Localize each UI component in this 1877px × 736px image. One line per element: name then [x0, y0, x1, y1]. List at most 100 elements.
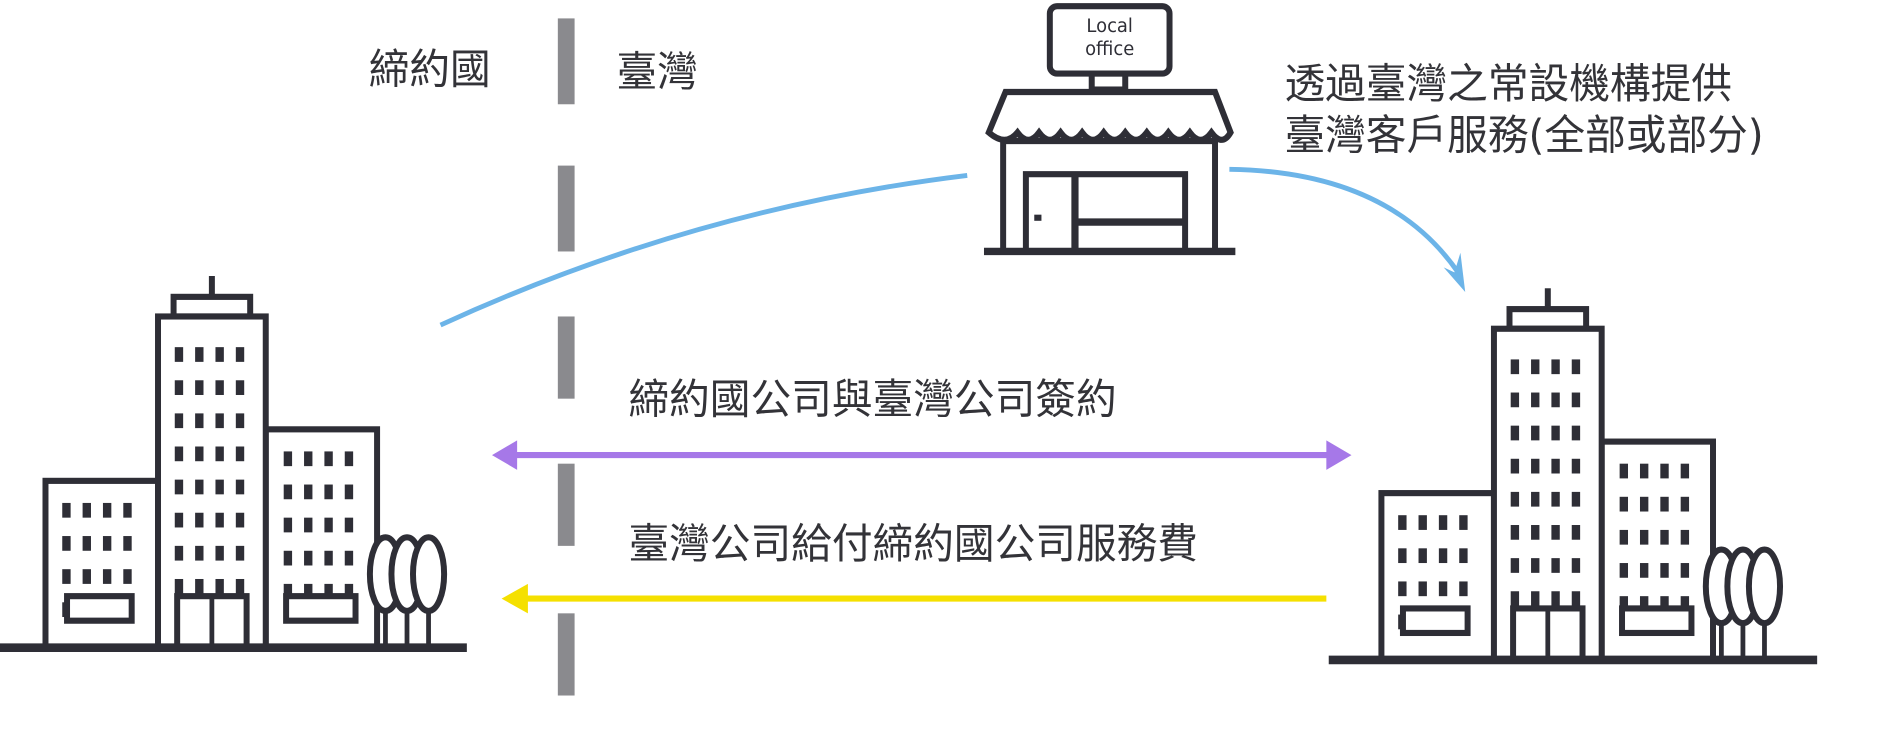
window [324, 451, 333, 467]
window [1619, 596, 1629, 611]
window [215, 479, 224, 495]
tree-crown [1745, 546, 1784, 627]
window [1571, 558, 1581, 573]
window [1619, 463, 1629, 479]
window [1571, 491, 1581, 507]
window [235, 545, 245, 561]
window [1660, 529, 1669, 545]
window [1531, 558, 1540, 573]
window [1459, 581, 1468, 597]
contract-label: 締約國公司與臺灣公司簽約 [628, 375, 1116, 424]
window [215, 545, 224, 561]
window [1398, 515, 1407, 530]
border-divider [557, 18, 575, 696]
window [123, 569, 132, 584]
window [215, 578, 224, 594]
window [62, 502, 71, 518]
window [215, 413, 224, 429]
window [1510, 525, 1520, 540]
window [235, 512, 245, 528]
window [1680, 563, 1690, 578]
left-region-label: 締約國 [369, 45, 491, 94]
contract-double-arrow [491, 440, 1352, 470]
sign-panel [1619, 605, 1695, 637]
window [195, 512, 204, 528]
window [1551, 558, 1560, 573]
window [1551, 359, 1560, 375]
window [324, 484, 333, 500]
window [1398, 548, 1407, 564]
window [195, 545, 204, 561]
window [344, 517, 354, 533]
window [1660, 496, 1669, 512]
window [1571, 458, 1581, 474]
window [195, 578, 204, 594]
window [304, 583, 313, 599]
window [195, 413, 204, 429]
window [1639, 563, 1649, 578]
window [235, 380, 245, 395]
window [1438, 548, 1448, 564]
window [215, 512, 224, 528]
office-note-line1: 透過臺灣之常設機構提供 [1284, 60, 1732, 109]
window [215, 446, 224, 462]
window [1639, 463, 1649, 479]
window [1398, 581, 1407, 597]
window [1531, 392, 1540, 408]
window [1660, 563, 1669, 578]
window [1571, 359, 1581, 375]
local-office-icon: Local office [983, 3, 1236, 256]
sign-panel [64, 593, 135, 624]
window [283, 550, 293, 566]
sign-panel [283, 593, 359, 624]
window [174, 545, 184, 561]
window [1639, 529, 1649, 545]
office-sign-line1: Local [1086, 16, 1132, 37]
window [1639, 596, 1649, 611]
window [102, 502, 112, 518]
payment-arrow [501, 583, 1327, 614]
window [82, 502, 91, 518]
window [283, 451, 293, 467]
window [174, 479, 184, 495]
tree-crown [409, 534, 448, 614]
window [1531, 359, 1540, 375]
window [195, 479, 204, 495]
window [1571, 591, 1581, 606]
window [1571, 425, 1581, 441]
window [283, 517, 293, 533]
window [82, 569, 91, 584]
window [1571, 525, 1581, 540]
window [235, 479, 245, 495]
window [1510, 558, 1520, 573]
window [344, 451, 354, 467]
payment-label: 臺灣公司給付締約國公司服務費 [628, 520, 1198, 569]
window [1660, 596, 1669, 611]
window [1551, 525, 1560, 540]
window [1660, 463, 1669, 479]
window [324, 583, 333, 599]
window [1619, 563, 1629, 578]
foreign-company-building-icon [0, 276, 467, 652]
window [1680, 529, 1690, 545]
window [1531, 425, 1540, 441]
window [304, 484, 313, 500]
window [1619, 496, 1629, 512]
window [1531, 491, 1540, 507]
window [1510, 425, 1520, 441]
window [1438, 581, 1448, 597]
window [1680, 496, 1690, 512]
window [215, 380, 224, 395]
window [1510, 458, 1520, 474]
window [174, 446, 184, 462]
window [235, 578, 245, 594]
window [1418, 581, 1427, 597]
service-curve-left [439, 172, 968, 328]
window [344, 550, 354, 566]
window [1510, 591, 1520, 606]
window [235, 446, 245, 462]
window [1680, 596, 1690, 611]
window [1531, 591, 1540, 606]
window [344, 484, 354, 500]
window [62, 536, 71, 551]
